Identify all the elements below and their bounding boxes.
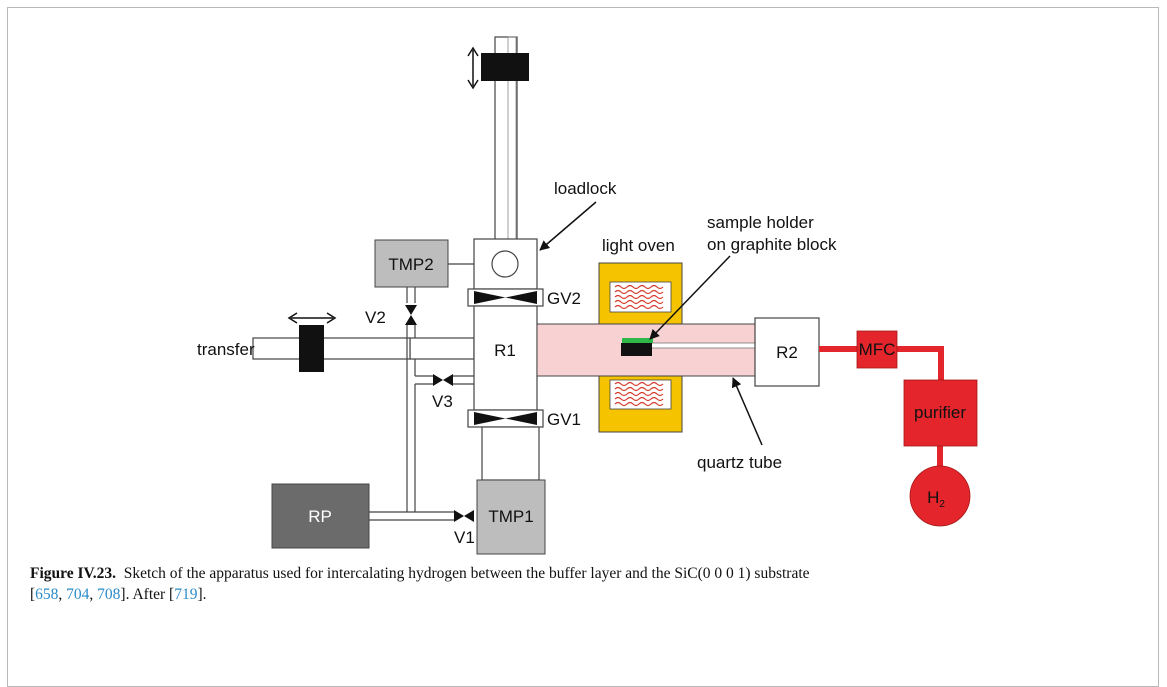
v1-label: V1 — [454, 528, 475, 547]
caption-bracket: [ — [30, 586, 36, 603]
sample-holder-label-1: sample holder — [707, 213, 814, 232]
gv1-gate-valve — [467, 409, 544, 428]
quartz-tube-pointer — [731, 377, 763, 446]
sample — [622, 338, 653, 343]
rp-pump — [271, 483, 370, 549]
r2-label: R2 — [776, 343, 798, 362]
sample-rod — [650, 342, 758, 349]
light-oven — [598, 262, 683, 433]
loadlock-pointer — [539, 201, 597, 251]
citation-link[interactable]: 704 — [66, 586, 90, 603]
caption-sep: , — [58, 586, 67, 603]
transfer-block — [299, 325, 324, 372]
mfc-label: MFC — [859, 340, 896, 359]
h2-cylinder — [909, 465, 971, 527]
light-oven-label: light oven — [602, 236, 675, 255]
caption-end: ]. — [197, 586, 207, 603]
citation-link[interactable]: 708 — [97, 586, 121, 603]
graphite-block — [621, 343, 652, 356]
gv2-gate-valve — [467, 288, 544, 307]
citation-link[interactable]: 658 — [35, 586, 59, 603]
loadlock-window — [491, 250, 519, 278]
tmp2-label: TMP2 — [388, 255, 433, 274]
loadlock-chamber — [473, 238, 538, 290]
rp-label: RP — [308, 507, 332, 526]
transfer-label: transfer — [197, 340, 255, 359]
caption-figure-number: Figure IV.23. — [30, 565, 116, 582]
sample-holder-label-2: on graphite block — [707, 235, 837, 254]
gv2-label: GV2 — [547, 289, 581, 308]
transfer-rod — [252, 312, 475, 372]
r1-chamber — [473, 305, 538, 411]
v2-label: V2 — [365, 308, 386, 327]
v2-valve — [405, 305, 417, 325]
vertical-manipulator — [467, 36, 529, 241]
gv1-label: GV1 — [547, 410, 581, 429]
r1-label: R1 — [494, 341, 516, 360]
figure-caption: Figure IV.23. Sketch of the apparatus us… — [30, 563, 1130, 605]
loadlock-label: loadlock — [554, 179, 617, 198]
v3-label: V3 — [432, 392, 453, 411]
lower-heater-coil — [614, 381, 664, 407]
h2-label: H2 — [927, 488, 945, 510]
caption-sep: , — [89, 586, 98, 603]
tmp1-connector — [481, 426, 540, 481]
quartz-tube-label: quartz tube — [697, 453, 782, 472]
citation-link[interactable]: 719 — [174, 586, 198, 603]
sample-holder-pointer — [649, 255, 731, 340]
v3-valve — [433, 374, 453, 386]
apparatus-diagram: loadlock TMP2 GV2 V2 transfer V3 R1 — [197, 36, 978, 555]
caption-after: ]. After [ — [120, 586, 175, 603]
r2-chamber — [754, 317, 820, 387]
purifier-label: purifier — [914, 403, 966, 422]
caption-text: Sketch of the apparatus used for interca… — [123, 565, 810, 582]
tmp1-label: TMP1 — [488, 507, 533, 526]
tmp1-pump — [476, 479, 546, 555]
upper-heater-coil — [614, 284, 664, 310]
manipulator-block — [481, 53, 529, 81]
purifier-box — [903, 379, 978, 447]
v1-valve — [454, 510, 474, 522]
mfc-box — [856, 330, 898, 369]
tmp2-pump — [374, 239, 449, 288]
